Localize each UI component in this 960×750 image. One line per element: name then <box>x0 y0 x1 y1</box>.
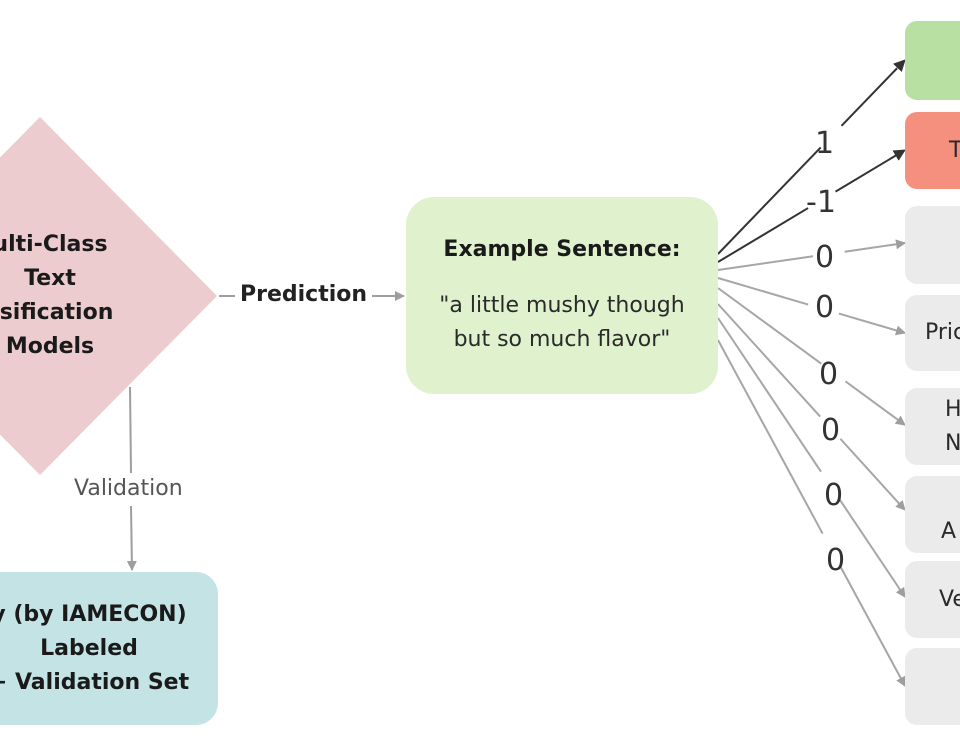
weight-label: 0 <box>821 413 841 448</box>
category-label: Pric <box>925 320 960 345</box>
category-box <box>905 648 960 725</box>
validation-label: Validation <box>74 476 183 501</box>
validation-arrow <box>126 505 137 571</box>
prediction-label: Prediction <box>240 282 368 307</box>
output-arrow-1 <box>717 59 906 255</box>
output-arrow-4 <box>717 277 906 336</box>
category-box <box>905 206 960 284</box>
classifier-diamond <box>0 117 217 475</box>
weight-label: 0 <box>819 357 839 392</box>
output-arrow-7 <box>717 317 906 598</box>
classifier-text: ulti-Class Text ssification Models <box>0 232 114 359</box>
output-arrow-8 <box>717 339 906 687</box>
category-box: T <box>905 112 960 189</box>
category-label: A <box>941 518 957 544</box>
example-sentence-box: Example Sentence: "a little mushy though… <box>406 197 718 394</box>
category-box <box>905 21 960 100</box>
category-box: A <box>905 476 960 553</box>
category-box: H N <box>905 388 960 465</box>
validation-line-top <box>129 386 132 474</box>
output-arrow-3 <box>717 239 906 271</box>
weight-label: 0 <box>826 543 846 578</box>
category-label: T <box>949 137 960 163</box>
example-sentence: "a little mushy though but so much flavo… <box>439 292 685 352</box>
weight-label: 0 <box>815 290 835 325</box>
category-box: Ve <box>905 561 960 638</box>
output-arrow-2 <box>717 149 906 263</box>
weight-label: -1 <box>806 185 836 220</box>
weight-label: 1 <box>815 126 835 161</box>
example-title: Example Sentence: <box>443 236 681 262</box>
dataset-box: y (by IAMECON) Labeled + Validation Set <box>0 572 218 725</box>
weight-label: 0 <box>824 478 844 513</box>
dataset-text: y (by IAMECON) Labeled + Validation Set <box>0 601 190 695</box>
output-arrow-5 <box>717 287 906 426</box>
category-label: H N <box>945 396 960 456</box>
output-arrow-6 <box>717 303 906 511</box>
category-label: Ve <box>939 586 960 612</box>
classifier-label: ulti-Class Text ssification Models <box>0 226 170 366</box>
category-box: Pric <box>905 295 960 371</box>
weight-label: 0 <box>815 240 835 275</box>
